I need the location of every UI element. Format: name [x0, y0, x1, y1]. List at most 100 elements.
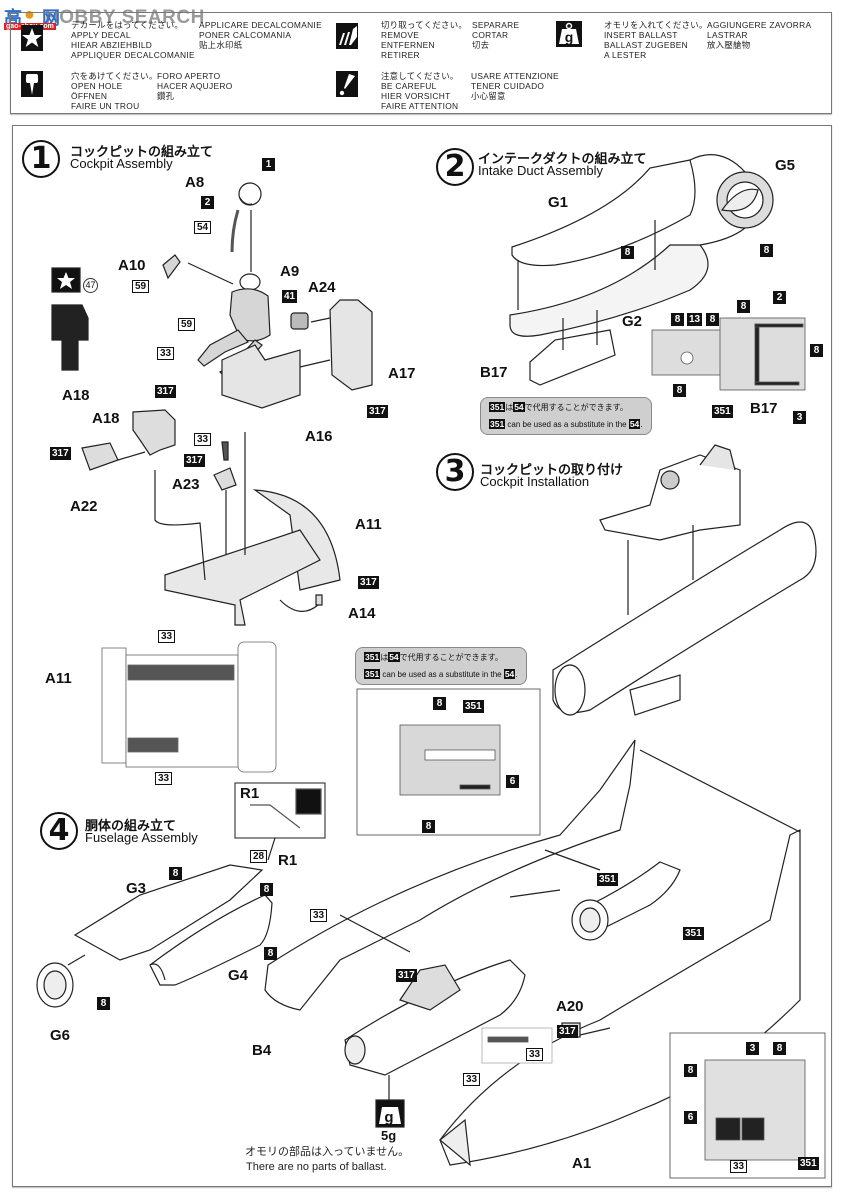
color-code: 6	[506, 775, 519, 788]
color-code: 351	[683, 927, 704, 940]
rudder-pedal-part	[81, 442, 119, 471]
ballast-weight: 5g	[381, 1128, 397, 1143]
tailpipe-part	[149, 894, 273, 986]
color-code: 28	[250, 850, 268, 863]
part-label: G4	[228, 967, 249, 984]
part-label: A17	[388, 365, 416, 382]
color-code: 351	[597, 873, 618, 886]
color-code: 3	[793, 411, 806, 424]
part-label: A16	[305, 428, 333, 445]
part-label: A9	[280, 263, 300, 280]
cockpit-tub-part	[164, 489, 341, 626]
ballast-letter: g	[384, 1109, 393, 1126]
color-code: 33	[194, 433, 212, 446]
legend-text: HIEAR ABZIEHBILD	[71, 40, 153, 50]
caution-icon	[336, 71, 358, 97]
color-code: 351	[489, 419, 506, 429]
step-4-number: 4	[40, 812, 78, 850]
part-label: G5	[775, 157, 796, 174]
aft-tailpipe-part	[571, 861, 681, 941]
legend-text: USARE ATTENZIONE	[471, 71, 559, 81]
legend-text: ÖFFNEN	[71, 91, 108, 101]
ballast-note-jp: オモリの部品は入っていません。	[245, 1146, 410, 1158]
color-code: 317	[358, 576, 379, 589]
color-code: 8	[671, 313, 684, 326]
color-code: 6	[684, 1111, 697, 1124]
legend-text: FAIRE ATTENTION	[381, 101, 459, 111]
step-4-title-en: Fuselage Assembly	[85, 830, 198, 845]
color-code: 33	[463, 1073, 481, 1086]
step-1-number: 1	[22, 140, 60, 178]
legend-text: INSERT BALLAST	[604, 30, 678, 40]
color-code: 351	[489, 402, 506, 412]
step-3-number: 3	[436, 453, 474, 491]
note-text: は	[505, 403, 514, 412]
color-code: 8	[621, 246, 634, 259]
part-label: A22	[70, 498, 98, 515]
color-code: 54	[503, 669, 516, 679]
color-code: 317	[184, 454, 205, 467]
legend-text: CORTAR	[472, 30, 509, 40]
note-text: は	[380, 653, 389, 662]
note-text: can be used as a substitute in the	[380, 670, 504, 679]
color-code: 59	[178, 318, 196, 331]
remove-cut-icon	[336, 23, 358, 49]
instruction-panel	[12, 125, 832, 1187]
step-1-title-jp: コックピットの組み立て	[70, 144, 214, 159]
step-2-title-en: Intake Duct Assembly	[478, 163, 603, 178]
step-2-title-jp: インテークダクトの組み立て	[478, 151, 647, 166]
part-label: G3	[126, 880, 147, 897]
intake-duct-assembled	[552, 521, 817, 716]
step-1-title-en: Cockpit Assembly	[70, 156, 173, 171]
part-label: A18	[92, 410, 120, 427]
part-label: A18	[62, 387, 90, 404]
part-label: A1	[572, 1155, 592, 1172]
legend-text: SEPARARE	[472, 20, 520, 30]
part-label: A11	[45, 670, 72, 687]
note-text: で代用することができます。	[524, 403, 628, 412]
legend-text: 贴上水印纸	[199, 40, 243, 50]
part-label: A14	[348, 605, 376, 622]
installed-cockpit	[599, 444, 741, 541]
part-label: G6	[50, 1027, 71, 1044]
legend-text: OPEN HOLE	[71, 81, 123, 91]
color-code: 8	[760, 244, 773, 257]
fuselage-half-left	[73, 864, 264, 961]
color-code: 2	[201, 196, 214, 209]
color-code: 317	[557, 1025, 578, 1038]
note-text: .	[515, 670, 518, 679]
drill-hole-icon	[21, 71, 43, 97]
legend-text: 穴をあけてください。	[71, 71, 158, 81]
legend-text: AGGIUNGERE ZAVORRA	[707, 20, 812, 30]
legend-text: A LESTER	[604, 50, 647, 60]
color-code: 8	[737, 300, 750, 313]
note-text: can be used as a substitute in the	[505, 420, 629, 429]
legend-text: LASTRAR	[707, 30, 748, 40]
color-code: 8	[97, 997, 110, 1010]
color-code: 8	[773, 1042, 786, 1055]
color-code: 3	[746, 1042, 759, 1055]
part-label: A11	[355, 516, 382, 533]
legend-text: PONER CALCOMANIA	[199, 30, 292, 40]
color-code: 317	[396, 969, 417, 982]
legend-text: HIER VORSICHT	[381, 91, 451, 101]
color-code: 8	[260, 883, 273, 896]
color-code: 33	[310, 909, 328, 922]
decal-star-icon	[21, 25, 43, 51]
part-label: B17	[480, 364, 508, 381]
color-code: 54	[388, 652, 400, 662]
legend-text: FORO APERTO	[157, 71, 221, 81]
legend-text: 切り取ってください。	[381, 20, 468, 30]
part-label: A24	[308, 279, 336, 296]
legend-text: APPLICARE DECALCOMANIE	[199, 20, 322, 30]
part-label: A20	[556, 998, 584, 1015]
legend-text: デカールをはってください。	[71, 20, 184, 30]
color-code: 351	[364, 669, 381, 679]
color-code: 33	[157, 347, 175, 360]
part-label: G2	[622, 313, 643, 330]
intake-duct-upper	[511, 159, 696, 267]
step-2-number: 2	[436, 148, 474, 186]
color-code: 351	[463, 700, 484, 713]
part-label: A8	[185, 174, 205, 191]
